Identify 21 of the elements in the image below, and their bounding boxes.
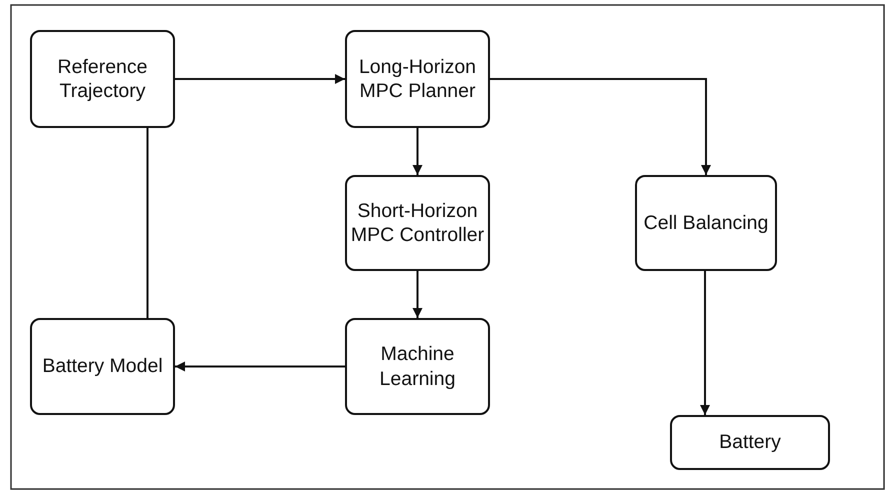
arrow bbox=[175, 362, 345, 372]
box-label: Short-Horizon MPC Controller bbox=[350, 198, 486, 248]
box-label: Battery bbox=[718, 430, 782, 455]
process-box bbox=[345, 175, 490, 271]
connector-line bbox=[146, 128, 148, 318]
arrow bbox=[412, 128, 422, 175]
box-label: Reference Trajectory bbox=[56, 54, 148, 104]
process-box bbox=[635, 175, 777, 271]
box-label: Battery Model bbox=[41, 354, 164, 379]
box-label: Long-Horizon MPC Planner bbox=[358, 54, 478, 104]
arrow bbox=[700, 271, 710, 415]
box-label: Machine Learning bbox=[378, 342, 456, 391]
process-box bbox=[345, 318, 490, 415]
box-label: Cell Balancing bbox=[642, 210, 770, 236]
arrow bbox=[412, 271, 422, 318]
process-box bbox=[30, 30, 175, 128]
process-box bbox=[30, 318, 175, 415]
process-box bbox=[345, 30, 490, 128]
arrow bbox=[175, 74, 345, 84]
arrow bbox=[490, 78, 711, 175]
process-box bbox=[670, 415, 830, 470]
